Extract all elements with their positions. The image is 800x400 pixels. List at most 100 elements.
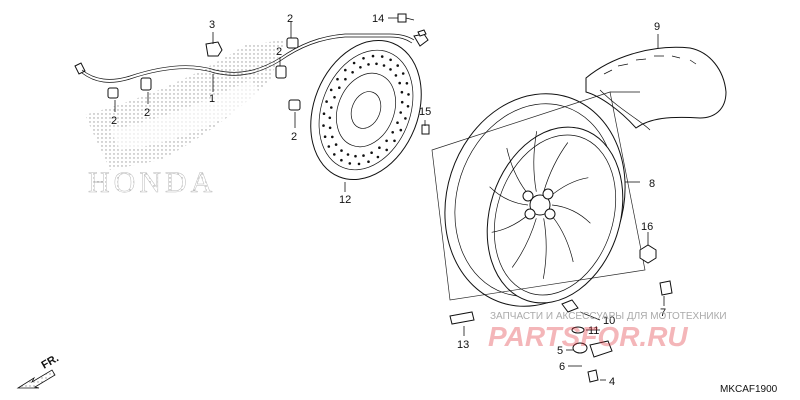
disc-hole bbox=[344, 68, 347, 72]
disc-hole bbox=[330, 106, 333, 109]
disc-hole bbox=[385, 139, 388, 143]
disc-hole bbox=[362, 57, 365, 60]
callout-2: 2 bbox=[287, 13, 293, 25]
disc-hole bbox=[334, 143, 338, 146]
callout-labels: 1 2 2 2 2 2 3 4 5 6 7 8 9 10 11 12 13 14… bbox=[111, 13, 666, 388]
disc-hole bbox=[382, 64, 386, 67]
disc-hole bbox=[400, 100, 404, 104]
callout-2: 2 bbox=[144, 107, 150, 119]
wheel-spoke bbox=[551, 204, 591, 224]
disc-hole bbox=[389, 68, 392, 71]
callout-15: 15 bbox=[419, 106, 431, 118]
bolt-14 bbox=[397, 13, 415, 23]
disc-hole bbox=[375, 62, 378, 66]
watermark-logo: PARTSFOR.RU bbox=[488, 321, 688, 352]
valve-assembly bbox=[561, 299, 613, 383]
callout-1: 1 bbox=[209, 93, 215, 105]
disc-hole bbox=[378, 146, 381, 149]
disc-hole bbox=[338, 86, 341, 89]
disc-hole bbox=[376, 155, 380, 159]
disc-hole bbox=[407, 93, 410, 96]
wheel-spoke bbox=[543, 142, 569, 192]
honda-brand-text: HONDA bbox=[88, 166, 216, 199]
watermark: ЗАПЧАСТИ И АКСЕССУАРЫ ДЛЯ МОТОТЕХНИКИ PA… bbox=[488, 311, 727, 352]
wheel-spoke bbox=[542, 218, 547, 279]
wheel bbox=[444, 93, 626, 307]
disc-hole bbox=[329, 88, 333, 92]
disc-hole bbox=[398, 81, 402, 85]
disc-hole bbox=[322, 112, 326, 115]
callout-3: 3 bbox=[209, 19, 215, 31]
disc-hole bbox=[380, 55, 384, 58]
disc-hole bbox=[400, 90, 404, 94]
disc-hole bbox=[405, 82, 409, 85]
brake-disc bbox=[310, 39, 422, 181]
disc-hole bbox=[359, 66, 362, 69]
disc-hole bbox=[336, 77, 339, 81]
callout-12: 12 bbox=[339, 194, 351, 206]
disc-hole bbox=[367, 63, 370, 66]
callout-11: 11 bbox=[588, 325, 599, 337]
disc-hole bbox=[391, 131, 395, 134]
callout-10: 10 bbox=[603, 315, 615, 327]
wheel-spoke bbox=[511, 218, 537, 268]
disc-hole bbox=[340, 158, 343, 162]
front-direction-arrow: FR. bbox=[16, 352, 61, 389]
disc-hole bbox=[404, 117, 407, 120]
callout-6: 6 bbox=[559, 361, 565, 373]
nut-16 bbox=[639, 244, 657, 264]
disc-hole bbox=[406, 105, 410, 108]
callout-16: 16 bbox=[641, 221, 653, 233]
disc-hole bbox=[396, 64, 400, 67]
wheel-spoke bbox=[489, 186, 529, 206]
disc-hole bbox=[327, 145, 331, 148]
disc-hole bbox=[394, 74, 398, 77]
callout-5: 5 bbox=[557, 345, 563, 357]
disc-hole bbox=[362, 154, 365, 157]
disc-hole bbox=[396, 121, 399, 124]
callout-9: 9 bbox=[654, 21, 660, 33]
disc-hole bbox=[333, 153, 336, 156]
callout-13: 13 bbox=[457, 339, 469, 351]
front-direction-label: FR. bbox=[40, 352, 61, 371]
disc-hole bbox=[331, 135, 334, 139]
disc-hole bbox=[385, 148, 389, 152]
disc-hole bbox=[399, 128, 403, 132]
disc-hole bbox=[367, 160, 370, 163]
tire bbox=[585, 46, 727, 131]
disc-hole bbox=[323, 135, 327, 138]
callout-8: 8 bbox=[649, 178, 655, 190]
disc-hole bbox=[351, 71, 354, 74]
speed-sensor-wire bbox=[74, 29, 429, 83]
disc-hole bbox=[340, 149, 343, 152]
disc-hole bbox=[346, 153, 350, 156]
leader-lines bbox=[114, 17, 665, 381]
disc-hole bbox=[393, 139, 396, 143]
disc-hole bbox=[401, 72, 405, 75]
disc-hole bbox=[389, 58, 392, 62]
callout-2: 2 bbox=[111, 115, 117, 127]
wire-clip-group bbox=[107, 37, 301, 111]
disc-hole bbox=[328, 126, 332, 130]
disc-hole bbox=[399, 111, 403, 114]
disc-hole bbox=[354, 154, 357, 158]
disc-hole bbox=[333, 96, 336, 99]
disc-hole bbox=[352, 61, 356, 65]
callout-14: 14 bbox=[372, 13, 384, 25]
wheel-spoke bbox=[533, 131, 538, 192]
disc-hole bbox=[370, 151, 373, 154]
wire-guide bbox=[205, 41, 223, 57]
disc-hole bbox=[328, 116, 332, 120]
assembly-frame bbox=[431, 91, 646, 301]
callout-2: 2 bbox=[276, 46, 282, 58]
disc-hole bbox=[322, 124, 325, 127]
balance-weight-7 bbox=[659, 280, 673, 296]
callout-4: 4 bbox=[609, 376, 615, 388]
balance-weight-13 bbox=[449, 311, 475, 325]
watermark-tagline: ЗАПЧАСТИ И АКСЕССУАРЫ ДЛЯ МОТОТЕХНИКИ bbox=[490, 311, 727, 322]
disc-hole bbox=[371, 54, 375, 58]
diagram-code: MKCAF1900 bbox=[720, 384, 778, 395]
callout-2: 2 bbox=[291, 131, 297, 143]
callout-7: 7 bbox=[660, 307, 666, 319]
